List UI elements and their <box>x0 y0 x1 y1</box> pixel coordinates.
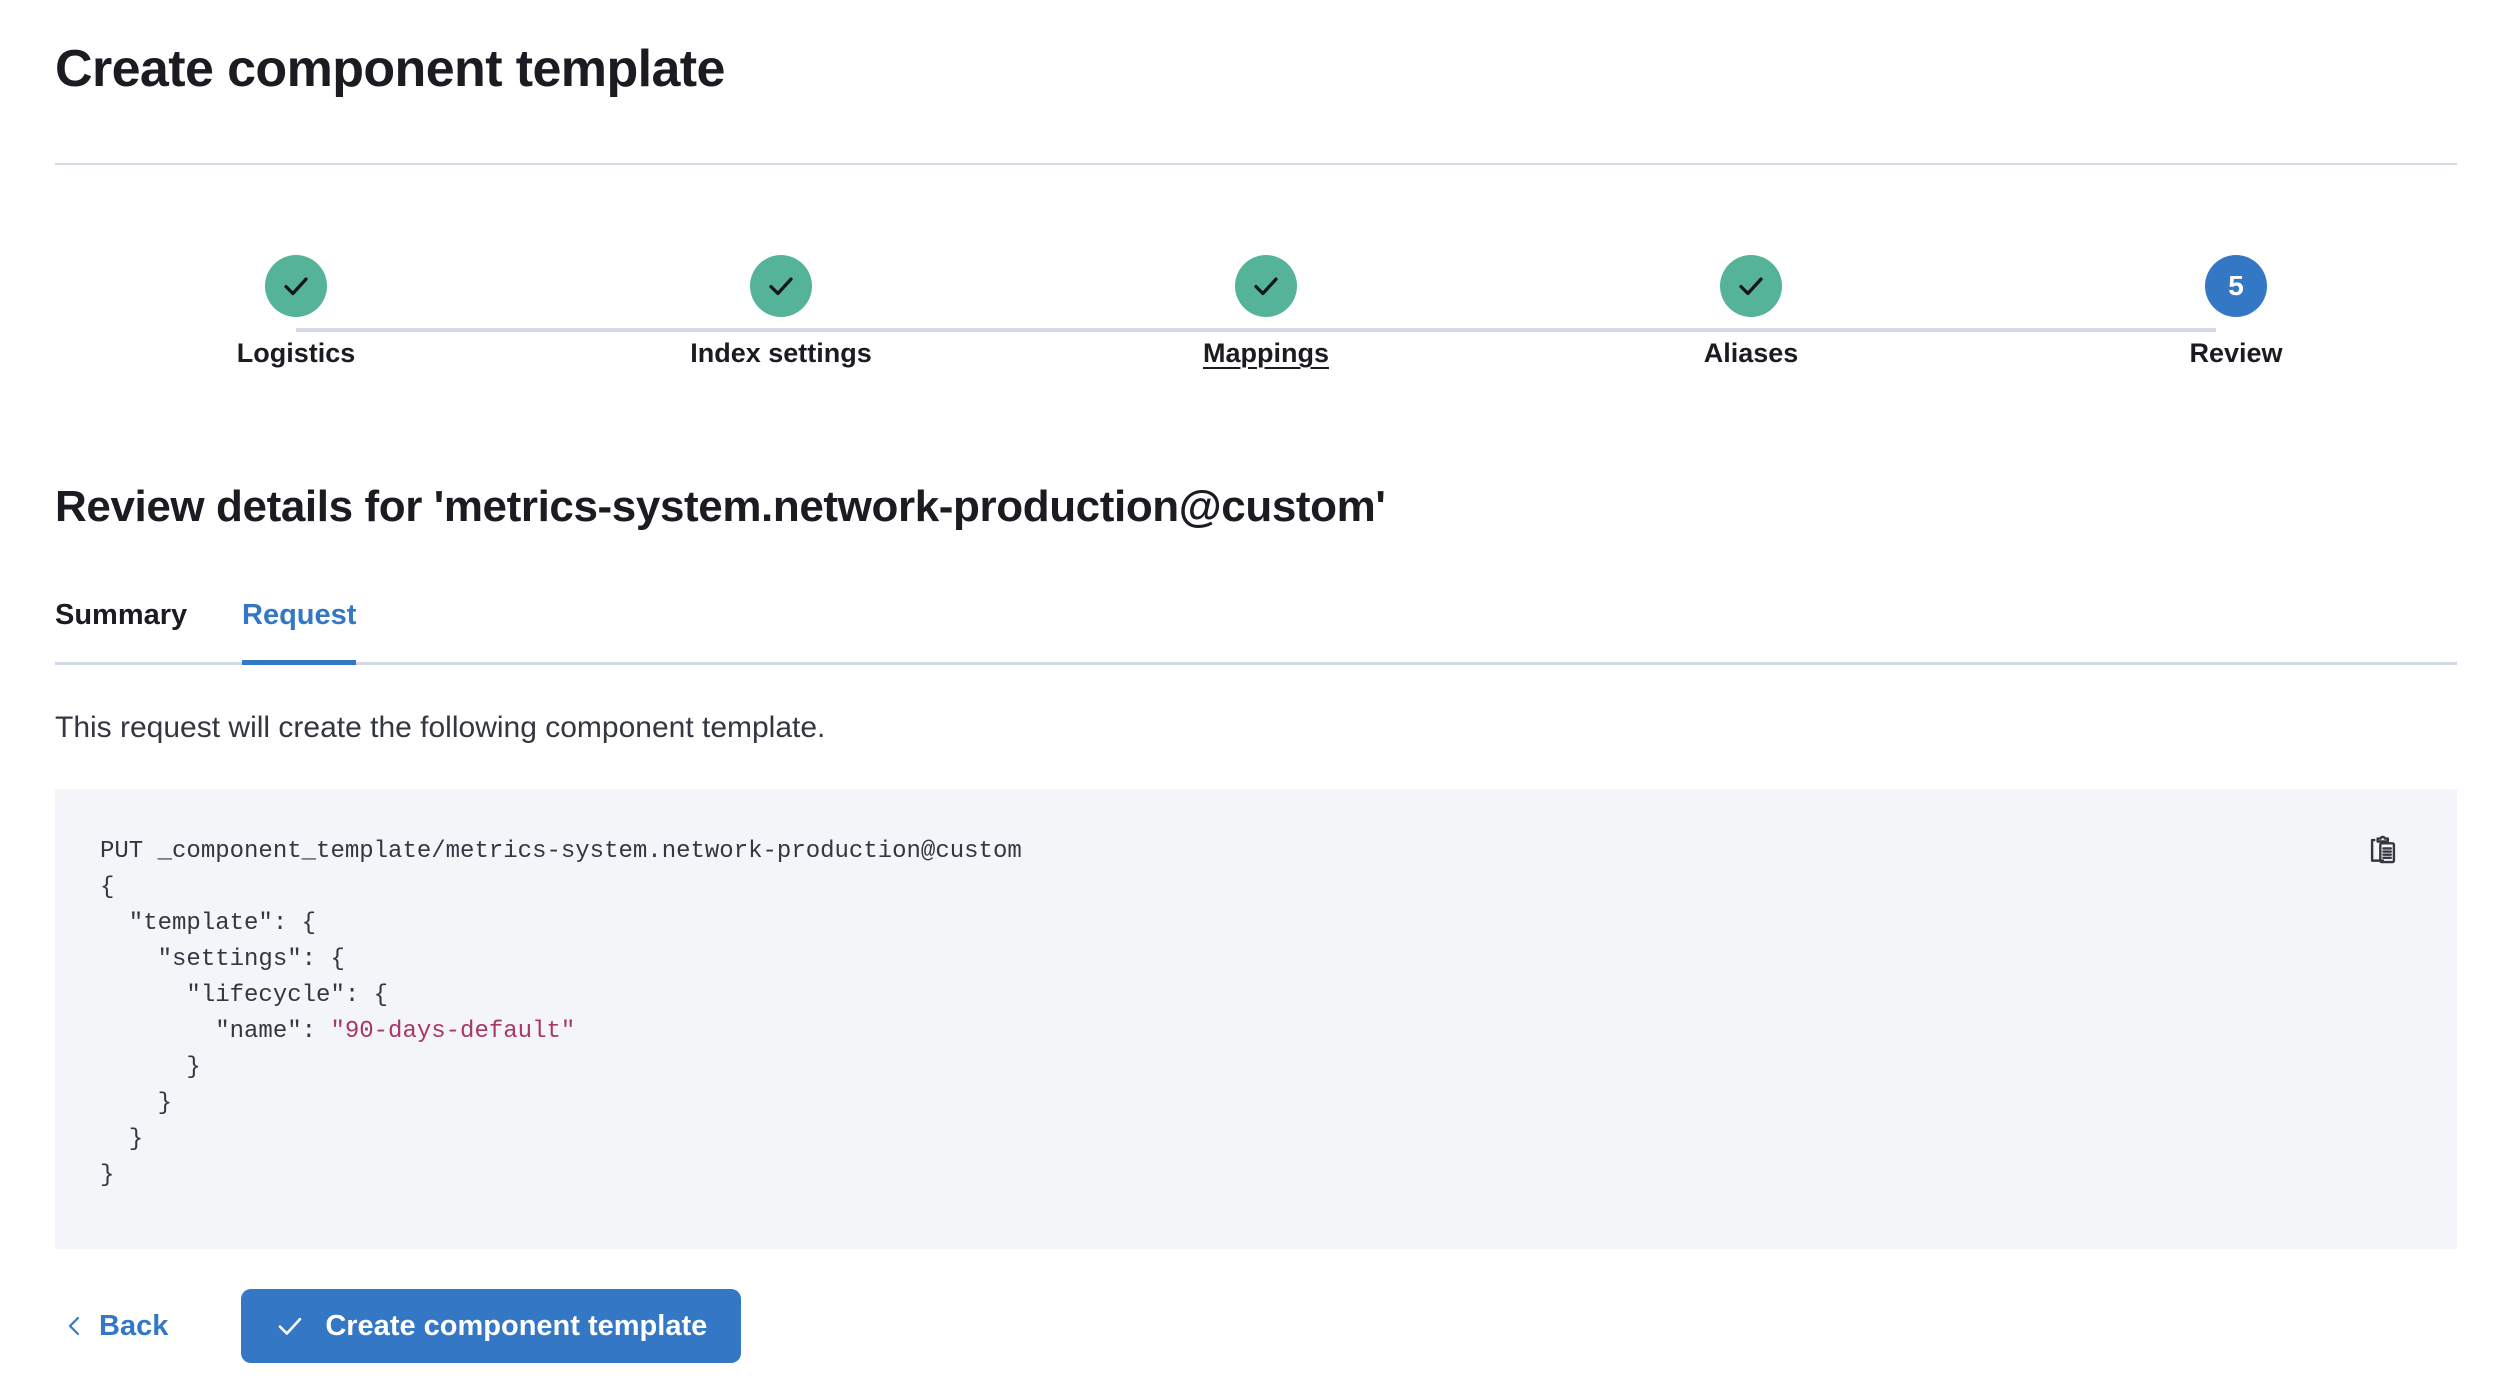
step-status-indicator[interactable] <box>750 255 812 317</box>
chevron-left-icon <box>63 1314 87 1338</box>
stepper-step-aliases[interactable]: Aliases <box>1551 255 1951 369</box>
request-description: This request will create the following c… <box>55 711 826 744</box>
step-status-indicator[interactable] <box>1235 255 1297 317</box>
wizard-stepper: Logistics Index settings Mappings <box>55 255 2457 405</box>
review-tabs: Summary Request <box>55 595 2457 665</box>
step-status-indicator[interactable] <box>1720 255 1782 317</box>
check-icon <box>275 1311 305 1341</box>
request-code-panel: PUT _component_template/metrics-system.n… <box>55 789 2457 1249</box>
code-line-template: "template": { <box>100 910 317 937</box>
code-line-name-value: "90-days-default" <box>330 1018 576 1045</box>
stepper-step-label: Index settings <box>690 338 872 368</box>
wizard-footer-actions: Back Create component template <box>55 1288 742 1364</box>
page-title: Create component template <box>55 40 725 98</box>
step-status-indicator[interactable]: 5 <box>2205 255 2267 317</box>
code-line-method: PUT _component_template/metrics-system.n… <box>100 838 1022 865</box>
stepper-step-label: Aliases <box>1703 338 1799 368</box>
code-line-close-2: } <box>100 1090 173 1117</box>
tabs-baseline <box>55 662 2457 665</box>
check-icon <box>1736 271 1766 301</box>
stepper-step-logistics[interactable]: Logistics <box>96 255 496 369</box>
check-icon <box>766 271 796 301</box>
stepper-connector-line <box>296 328 2216 332</box>
code-line-close-3: } <box>100 1126 144 1153</box>
copy-clipboard-icon <box>2367 834 2401 871</box>
title-divider <box>55 163 2457 165</box>
stepper-step-label[interactable]: Mappings <box>1203 338 1329 368</box>
code-line-close-1: } <box>100 1054 201 1081</box>
stepper-step-label: Logistics <box>236 338 356 368</box>
back-button-label: Back <box>99 1309 169 1342</box>
copy-to-clipboard-button[interactable] <box>2361 829 2407 875</box>
code-line-settings: "settings": { <box>100 946 345 973</box>
review-heading: Review details for 'metrics-system.netwo… <box>55 482 1386 531</box>
back-button[interactable]: Back <box>55 1296 186 1356</box>
create-component-template-button[interactable]: Create component template <box>241 1289 742 1363</box>
stepper-step-mappings[interactable]: Mappings <box>1066 255 1466 369</box>
create-component-template-label: Create component template <box>325 1309 708 1342</box>
request-code-block: PUT _component_template/metrics-system.n… <box>100 834 1022 1194</box>
check-icon <box>1251 271 1281 301</box>
stepper-step-index-settings[interactable]: Index settings <box>581 255 981 369</box>
tab-summary[interactable]: Summary <box>55 595 187 665</box>
code-line-lifecycle: "lifecycle": { <box>100 982 389 1009</box>
stepper-step-review[interactable]: 5 Review <box>2036 255 2436 369</box>
tab-request[interactable]: Request <box>242 595 357 665</box>
check-icon <box>281 271 311 301</box>
code-line-open-brace: { <box>100 874 115 901</box>
step-status-indicator[interactable] <box>265 255 327 317</box>
code-line-name-key: "name": <box>100 1018 331 1045</box>
stepper-step-label: Review <box>2189 338 2283 368</box>
code-line-close-4: } <box>100 1162 115 1189</box>
step-number: 5 <box>2228 270 2244 301</box>
